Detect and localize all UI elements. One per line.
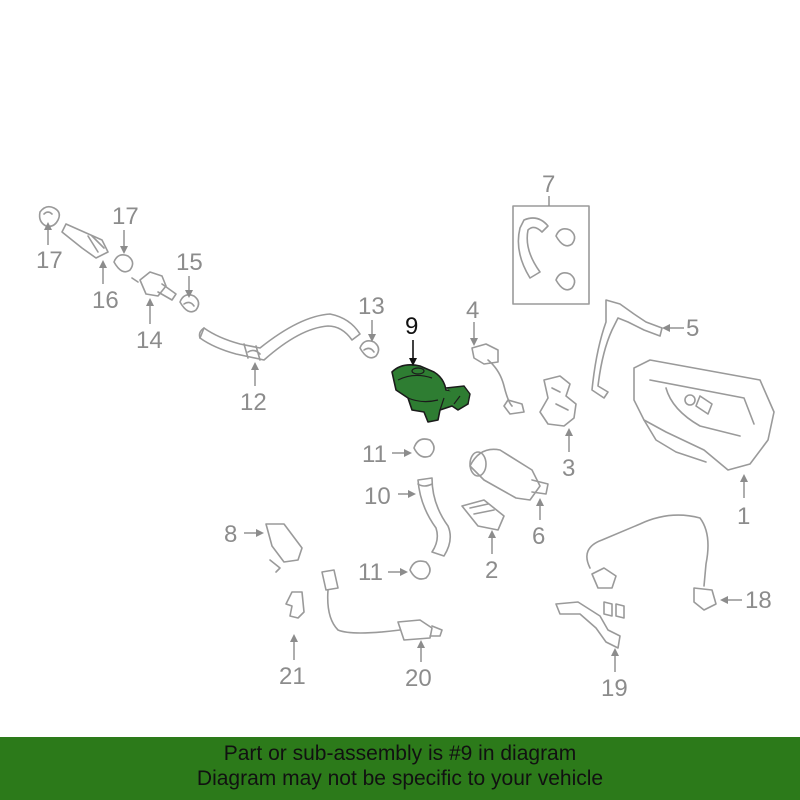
callout-19: 19 <box>601 675 628 702</box>
callout-20: 20 <box>405 665 432 692</box>
callout-3: 3 <box>562 455 575 482</box>
part-10-hose[interactable] <box>417 477 452 557</box>
part-12-hose[interactable] <box>198 313 361 361</box>
part-18-oxygen-sensor[interactable] <box>586 514 717 611</box>
part-19-bracket[interactable] <box>555 601 625 649</box>
callout-4: 4 <box>466 297 479 324</box>
callout-6: 6 <box>532 523 545 550</box>
part-9-purge-solenoid[interactable] <box>391 364 471 423</box>
part-7-hose-kit[interactable] <box>512 205 590 305</box>
callout-18: 18 <box>745 587 772 614</box>
part-6-pump-motor[interactable] <box>469 448 549 501</box>
parts-diagram: 17 16 17 14 15 12 <box>36 171 775 702</box>
callout-1: 1 <box>737 503 750 530</box>
callout-7: 7 <box>542 171 555 198</box>
callout-17a: 17 <box>36 247 63 274</box>
callout-14: 14 <box>136 327 163 354</box>
part-4-sensor[interactable] <box>471 343 525 415</box>
callout-11a: 11 <box>362 441 387 468</box>
callout-9: 9 <box>405 313 418 340</box>
part-2-bracket[interactable] <box>461 499 505 531</box>
callout-12: 12 <box>240 389 267 416</box>
part-14-valve[interactable] <box>131 271 177 301</box>
part-1-canister[interactable] <box>633 359 775 471</box>
part-11-clamp-upper[interactable] <box>413 438 435 458</box>
part-17-clip-right[interactable] <box>113 254 134 273</box>
part-5-pipe[interactable] <box>591 299 663 399</box>
part-17-clip-left[interactable] <box>38 205 61 228</box>
part-3-valve[interactable] <box>539 375 577 427</box>
callout-13: 13 <box>358 293 385 320</box>
banner-line-part: Part or sub-assembly is #9 in diagram <box>223 742 577 765</box>
info-banner: Part or sub-assembly is #9 in diagram Di… <box>0 737 800 800</box>
part-15-clamp[interactable] <box>179 294 200 313</box>
part-11-clamp-lower[interactable] <box>409 560 431 580</box>
callout-21: 21 <box>279 663 306 690</box>
part-20-oxygen-sensor[interactable] <box>321 569 443 641</box>
part-13-clamp[interactable] <box>359 340 380 359</box>
banner-line-disclaimer: Diagram may not be specific to your vehi… <box>196 767 604 790</box>
callout-2: 2 <box>485 557 498 584</box>
callout-17b: 17 <box>112 203 139 230</box>
callout-15: 15 <box>176 249 203 276</box>
callout-5: 5 <box>686 315 699 342</box>
callout-8: 8 <box>224 521 237 548</box>
callout-16: 16 <box>92 287 119 314</box>
part-16-hose[interactable] <box>61 223 109 259</box>
callout-11b: 11 <box>358 559 383 586</box>
part-21-bracket[interactable] <box>285 591 305 619</box>
callout-10: 10 <box>364 483 391 510</box>
part-8-sensor[interactable] <box>265 523 303 573</box>
